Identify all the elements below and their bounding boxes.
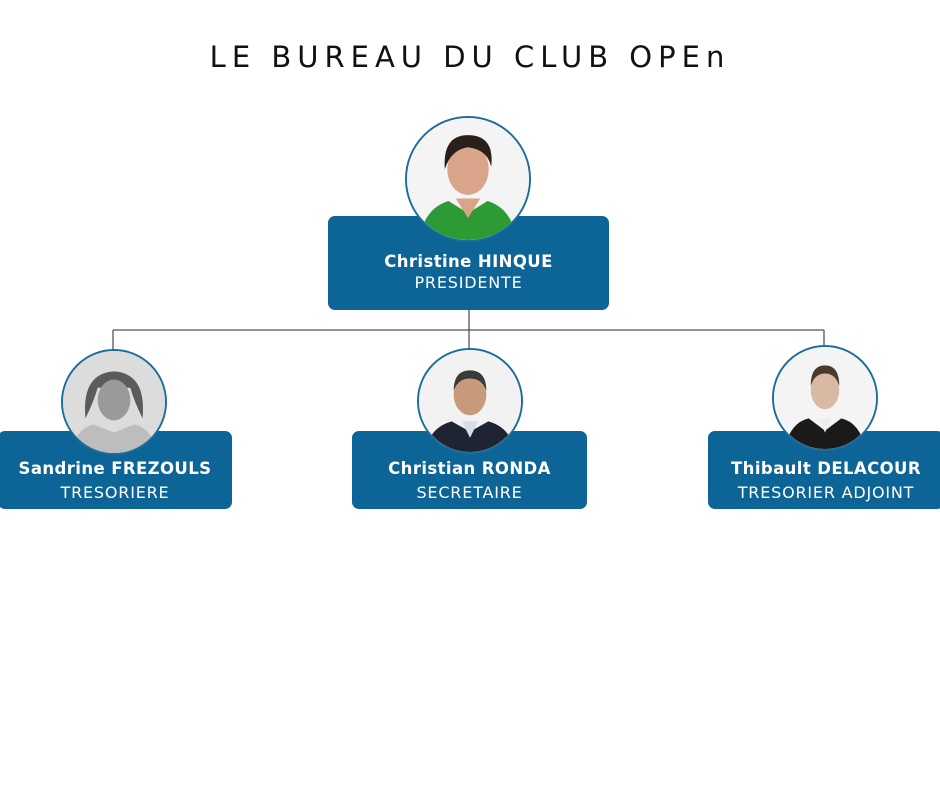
- page-title: LE BUREAU DU CLUB OPEn: [209, 40, 731, 74]
- member-photo-1: [61, 349, 167, 455]
- member-name-1: Sandrine FREZOULS: [18, 459, 212, 478]
- portrait-photo-icon: [407, 118, 529, 240]
- portrait-photo-icon: [774, 347, 876, 449]
- president-photo: [405, 116, 531, 242]
- portrait-photo-icon: [419, 350, 521, 452]
- president-name: Christine HINQUE: [384, 252, 553, 271]
- president-role: PRESIDENTE: [414, 273, 523, 292]
- member-role-3: TRESORIER ADJOINT: [737, 483, 915, 502]
- member-name-2: Christian RONDA: [388, 459, 551, 478]
- member-name-3: Thibault DELACOUR: [731, 459, 921, 478]
- portrait-photo-icon: [63, 351, 165, 453]
- member-role-1: TRESORIERE: [60, 483, 170, 502]
- president-card: Christine HINQUE PRESIDENTE: [328, 216, 609, 310]
- member-photo-2: [417, 348, 523, 454]
- member-role-2: SECRETAIRE: [416, 483, 523, 502]
- member-photo-3: [772, 345, 878, 451]
- member-card-1: Sandrine FREZOULS TRESORIERE: [0, 431, 232, 509]
